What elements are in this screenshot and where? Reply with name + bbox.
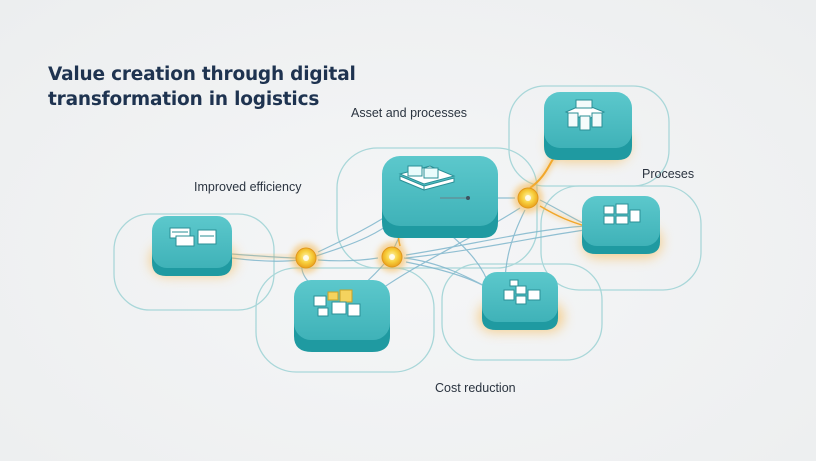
center-connector-hub [377,242,407,272]
bottom-right-node [482,272,558,330]
title-line-2: transformation in logistics [48,87,356,112]
hub-core-icon [303,255,309,261]
hub-core-icon [389,254,395,260]
label-asset-processes: Asset and processes [351,106,467,120]
top-right-node [544,92,632,160]
left-node [152,216,232,276]
central-hub-node [382,156,498,238]
label-improved-efficiency: Improved efficiency [194,180,301,194]
title-line-1: Value creation through digital [48,62,356,87]
right-node [582,196,660,254]
link-hub1-hub2 [318,258,378,261]
bottom-left-node [294,280,390,352]
label-proceses: Proceses [642,167,694,181]
left-connector-hub [291,243,321,273]
page-title: Value creation through digital transform… [48,62,356,112]
hub-core-icon [525,195,531,201]
label-cost-reduction: Cost reduction [435,381,516,395]
upper-connector-hub [513,183,543,213]
link-hub2-bottomright [404,258,492,290]
